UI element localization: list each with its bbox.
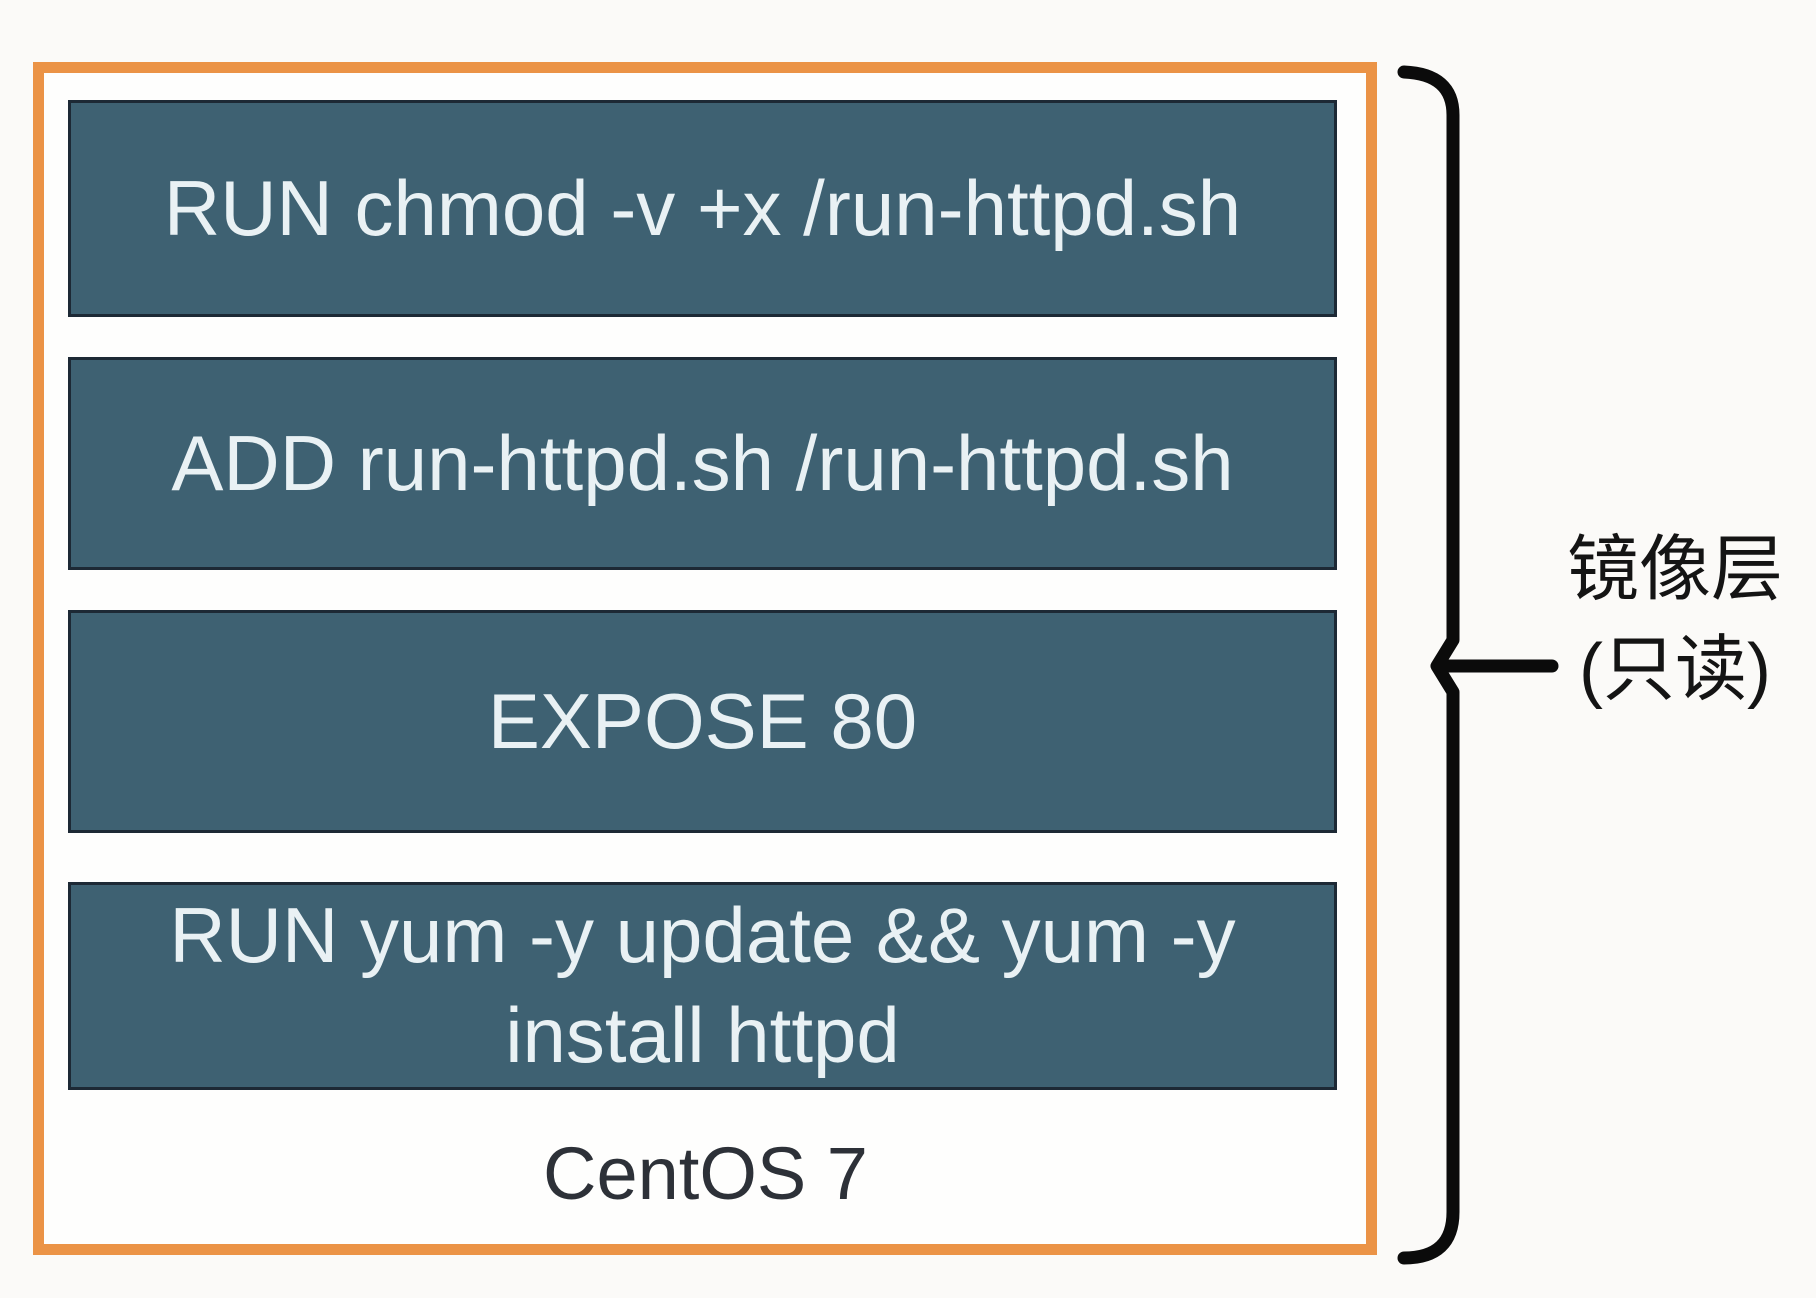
- layer-add-script: ADD run-httpd.sh /run-httpd.sh: [68, 357, 1337, 570]
- layer-run-yum: RUN yum -y update && yum -y install http…: [68, 882, 1337, 1090]
- layer-expose-port: EXPOSE 80: [68, 610, 1337, 833]
- brace-path: [1397, 65, 1460, 1265]
- base-image-label: CentOS 7: [543, 1131, 868, 1215]
- layer-run-chmod: RUN chmod -v +x /run-httpd.sh: [68, 100, 1337, 317]
- annotation-line1: 镜像层: [1566, 530, 1783, 610]
- layer-label: RUN yum -y update && yum -y install http…: [169, 891, 1236, 1079]
- layer-label: RUN chmod -v +x /run-httpd.sh: [163, 163, 1242, 252]
- layer-label: ADD run-httpd.sh /run-httpd.sh: [171, 418, 1234, 507]
- layer-label: EXPOSE 80: [487, 676, 918, 765]
- image-layer-annotation: 镜像层 (只读): [1545, 520, 1805, 720]
- annotation-line2: (只读): [1579, 630, 1771, 710]
